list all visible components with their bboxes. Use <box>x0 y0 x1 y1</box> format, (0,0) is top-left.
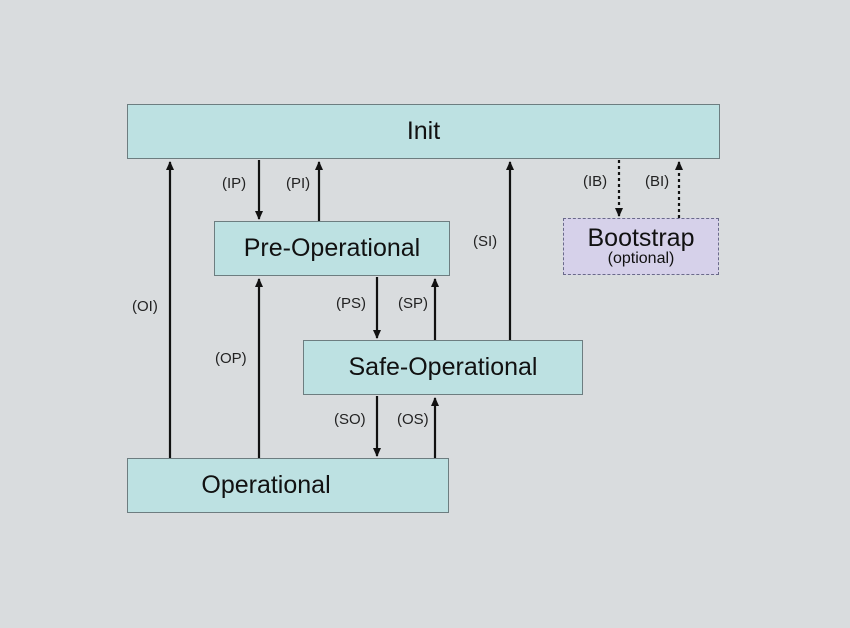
state-pre-operational: Pre-Operational <box>214 221 450 276</box>
label-si: (SI) <box>473 233 497 250</box>
state-bootstrap-label: Bootstrap <box>587 223 695 252</box>
label-os: (OS) <box>397 411 429 428</box>
state-safe-operational-label: Safe-Operational <box>348 353 538 381</box>
state-init: Init <box>127 104 720 159</box>
label-pi: (PI) <box>286 175 310 192</box>
label-ip: (IP) <box>222 175 246 192</box>
state-bootstrap-note: (optional) <box>607 250 675 268</box>
state-pre-operational-label: Pre-Operational <box>243 234 421 262</box>
state-init-label: Init <box>406 117 441 145</box>
state-operational: Operational <box>127 458 449 513</box>
label-ps: (PS) <box>336 295 366 312</box>
label-so: (SO) <box>334 411 366 428</box>
state-bootstrap: Bootstrap (optional) <box>563 218 719 275</box>
label-ib: (IB) <box>583 173 607 190</box>
state-safe-operational: Safe-Operational <box>303 340 583 395</box>
label-op: (OP) <box>215 350 247 367</box>
state-operational-label: Operational <box>201 471 331 499</box>
label-oi: (OI) <box>132 298 158 315</box>
label-sp: (SP) <box>398 295 428 312</box>
label-bi: (BI) <box>645 173 669 190</box>
